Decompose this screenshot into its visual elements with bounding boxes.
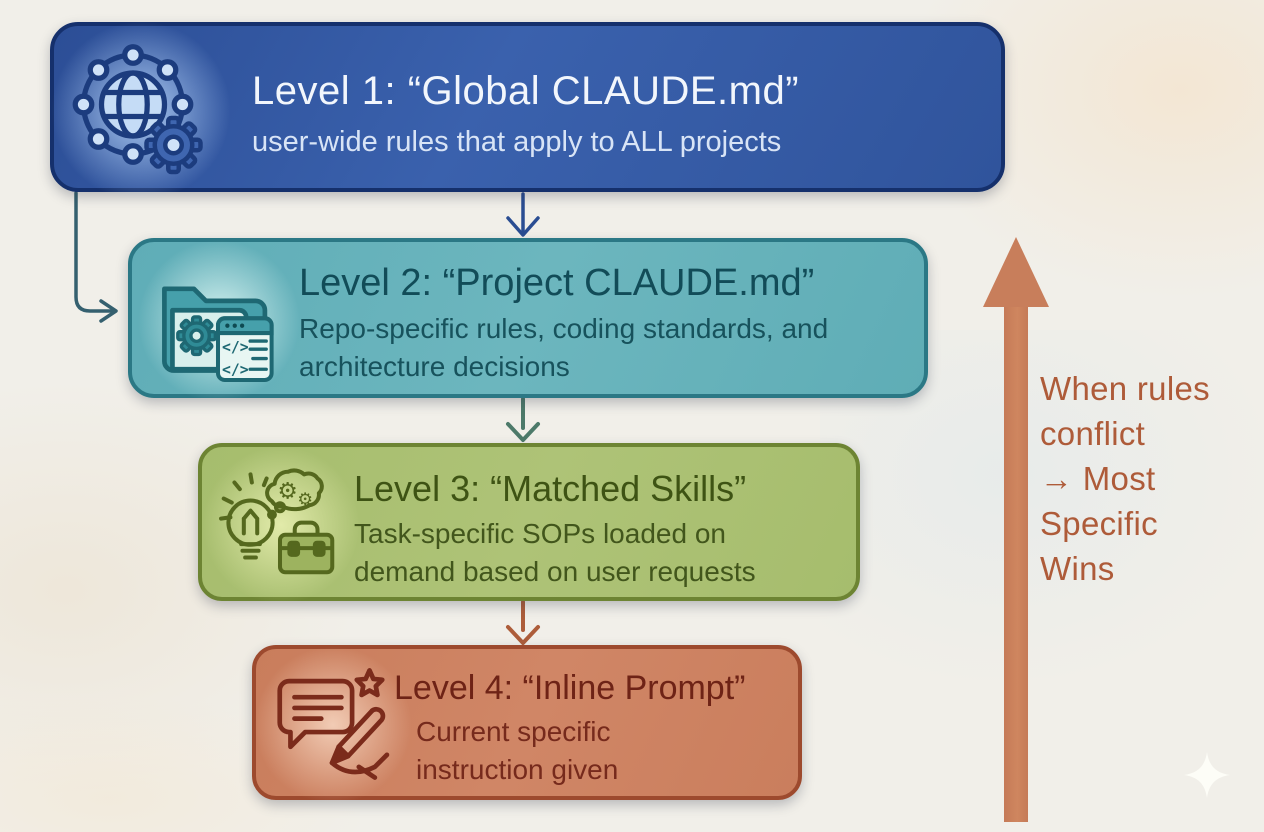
chat-star-writing-icon xyxy=(277,668,390,780)
folder-code-gear-icon: </> </> xyxy=(162,286,274,382)
priority-note: When rules conflict → Most Specific Wins xyxy=(1040,366,1260,591)
svg-text:⚙: ⚙ xyxy=(297,490,313,510)
level-3-title: Level 3: “Matched Skills” xyxy=(354,468,747,509)
level-4-title: Level 4: “Inline Prompt” xyxy=(394,669,746,707)
network-globe-gear-icon xyxy=(72,44,203,175)
priority-arrow-head xyxy=(983,237,1049,307)
level-4-subtitle: Current specific instruction given xyxy=(416,716,619,785)
arrow-level1-to-level2 xyxy=(506,192,540,237)
level-2-title: Level 2: “Project CLAUDE.md” xyxy=(299,262,815,304)
arrow-level1-elbow-to-level2 xyxy=(74,191,118,323)
priority-note-line: conflict xyxy=(1040,415,1146,452)
level-3-subtitle: Task-specific SOPs loaded on demand base… xyxy=(354,518,756,587)
svg-text:</>: </> xyxy=(222,362,249,379)
svg-text:</>: </> xyxy=(222,339,249,356)
level-2-subtitle: Repo-specific rules, coding standards, a… xyxy=(299,313,829,382)
sparkle-icon xyxy=(1184,752,1230,798)
level-2-box: </> </> Level 2: “Project CLAUDE.md” Rep… xyxy=(128,238,928,404)
level-3-text: Level 3: “Matched Skills” Task-specific … xyxy=(354,467,794,591)
priority-note-line: Wins xyxy=(1040,550,1115,587)
level-4-text: Level 4: “Inline Prompt” Current specifi… xyxy=(394,667,746,789)
level-2-text: Level 2: “Project CLAUDE.md” Repo-specif… xyxy=(299,260,871,386)
level-1-title: Level 1: “Global CLAUDE.md” xyxy=(252,69,800,113)
level-1-icon-wrap xyxy=(46,20,236,202)
level-1-text: Level 1: “Global CLAUDE.md” user-wide ru… xyxy=(252,66,799,162)
level-2-icon-wrap: </> </> xyxy=(134,238,304,404)
level-3-box: ⚙ ⚙ Level 3: “Matched Skills” Task-speci… xyxy=(198,443,860,605)
priority-arrow-shaft xyxy=(1004,302,1028,822)
level-1-box: Level 1: “Global CLAUDE.md” user-wide ru… xyxy=(46,20,1005,202)
level-1-subtitle: user-wide rules that apply to ALL projec… xyxy=(252,126,782,158)
priority-note-line: When rules xyxy=(1040,370,1210,407)
level-3-icon-wrap: ⚙ ⚙ xyxy=(198,445,364,605)
level-4-icon-wrap xyxy=(250,645,416,805)
arrow-level3-to-level4 xyxy=(506,600,540,645)
lightbulb-gears-toolbox-icon: ⚙ ⚙ xyxy=(219,468,335,575)
priority-note-line: → Most xyxy=(1040,460,1156,497)
priority-note-line: Specific xyxy=(1040,505,1158,542)
svg-text:⚙: ⚙ xyxy=(277,479,297,505)
level-4-box: Level 4: “Inline Prompt” Current specifi… xyxy=(250,645,802,805)
arrow-level2-to-level3 xyxy=(506,397,540,442)
